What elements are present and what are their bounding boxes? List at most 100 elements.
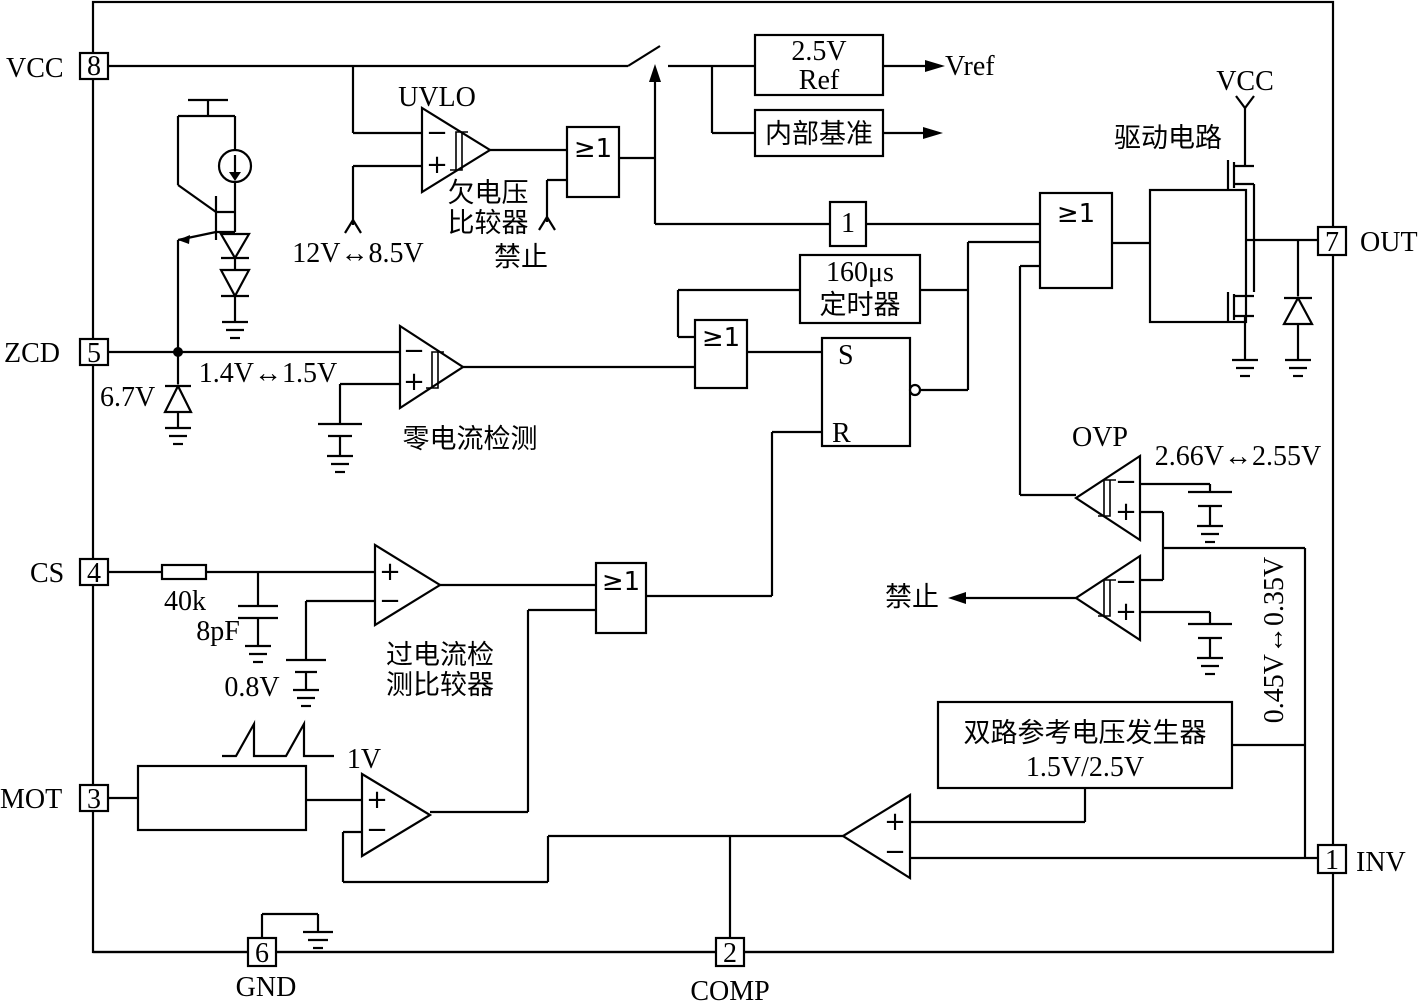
svg-text:VCC: VCC: [6, 53, 64, 84]
svg-text:−: −: [426, 118, 448, 148]
svg-text:GND: GND: [236, 972, 297, 1003]
internal-ref-label: 内部基准: [765, 119, 873, 150]
ref-2v5-block: [753, 33, 885, 97]
svg-text:−: −: [1115, 567, 1137, 597]
internal-ref-block: [753, 108, 885, 158]
svg-text:5: 5: [87, 338, 101, 369]
driver-block: [1148, 188, 1248, 324]
uvlo-desc-2: 比较器: [448, 208, 529, 239]
zcd-clamp-network: [176, 98, 253, 352]
arrow-head: [649, 64, 661, 82]
disable-output-label: 禁止: [885, 582, 939, 613]
uvlo-label: UVLO: [398, 82, 476, 113]
uvlo-threshold: 12V↔8.5V: [292, 238, 423, 269]
c-8pf-label: 8pF: [196, 616, 240, 647]
arrow-head: [948, 592, 966, 604]
svg-text:MOT: MOT: [0, 784, 62, 815]
svg-text:−: −: [403, 336, 425, 366]
v-08-label: 0.8V: [224, 672, 279, 703]
zcd-or-gate: [693, 318, 749, 390]
svg-text:+: +: [426, 150, 448, 180]
pin-vcc: 8 VCC: [6, 51, 110, 84]
svg-text:+: +: [379, 557, 401, 587]
gnd-symbol-icon: [303, 930, 333, 950]
ref-label-2: Ref: [799, 65, 840, 96]
hysteresis-icon: [1098, 579, 1116, 617]
ocp-ref-battery-icon: [286, 658, 326, 708]
svg-text:INV: INV: [1356, 847, 1406, 878]
uvlo-or-gate: [565, 125, 621, 199]
power-switch: [627, 45, 661, 67]
svg-text:−: −: [379, 586, 401, 616]
ref-terminal-icon: [344, 217, 362, 234]
driver-label: 驱动电路: [1114, 123, 1222, 154]
pin-zcd: 5 ZCD: [4, 337, 110, 369]
r-40k-label: 40k: [164, 586, 206, 617]
ref-label-1: 2.5V: [791, 36, 846, 67]
error-amplifier: [840, 793, 912, 880]
svg-text:+: +: [1115, 497, 1137, 527]
svg-text:+: +: [1115, 597, 1137, 627]
svg-text:CS: CS: [30, 558, 64, 589]
ocp-label-1: 过电流检: [386, 640, 494, 671]
zcd-ref-battery-icon: [318, 422, 362, 474]
svg-text:−: −: [366, 815, 388, 845]
svg-text:COMP: COMP: [690, 976, 769, 1003]
inverted-output-icon: [908, 383, 922, 397]
ovp-label: OVP: [1072, 422, 1128, 453]
svg-text:4: 4: [87, 558, 101, 589]
arrow-head: [925, 60, 945, 72]
svg-text:S: S: [838, 340, 854, 371]
hysteresis-icon: [426, 351, 444, 389]
uvlo-desc-1: 欠电压: [448, 178, 529, 209]
disable-threshold: 0.45V↔0.35V: [1259, 557, 1290, 723]
ocp-or-gate: [594, 561, 648, 635]
svg-text:−: −: [884, 837, 906, 867]
ocp-label-2: 测比较器: [386, 670, 494, 701]
pin-out: 7 OUT: [1316, 225, 1418, 258]
disable-comparator: [1073, 553, 1142, 643]
disable-ref-battery-icon: [1188, 612, 1232, 676]
arrow-head: [923, 127, 943, 139]
ramp-generator-block: [136, 764, 308, 832]
svg-text:≥1: ≥1: [574, 134, 612, 164]
ovp-ref-battery-icon: [1188, 484, 1232, 544]
driver-transistors-icon: [1226, 95, 1318, 378]
svg-text:≥1: ≥1: [1057, 199, 1095, 229]
zcd-zener-icon: [163, 352, 193, 446]
driver-vcc-label: VCC: [1216, 66, 1274, 97]
svg-text:≥1: ≥1: [602, 567, 640, 597]
vref-label: Vref: [945, 51, 995, 82]
svg-text:3: 3: [87, 784, 101, 815]
timer-label-2: 定时器: [820, 290, 901, 321]
svg-text:6: 6: [255, 938, 269, 969]
svg-text:+: +: [366, 785, 388, 815]
zener-6v7-label: 6.7V: [100, 382, 155, 413]
dual-ref-generator: [936, 700, 1234, 790]
svg-text:+: +: [403, 367, 425, 397]
svg-text:−: −: [1115, 467, 1137, 497]
vgen-label-2: 1.5V/2.5V: [1026, 752, 1144, 783]
out-zener-icon: [1282, 240, 1314, 378]
disable-terminal-icon: [538, 214, 556, 231]
svg-text:+: +: [884, 807, 906, 837]
pin-mot: 3 MOT: [0, 783, 110, 815]
pin-comp: 2 COMP: [690, 936, 770, 1003]
pwm-comparator: [360, 772, 433, 858]
hysteresis-icon: [450, 131, 468, 171]
ovp-comparator: [1073, 453, 1142, 543]
vcc-rail: [108, 45, 755, 135]
ocp-comparator: [373, 543, 443, 627]
svg-text:2: 2: [723, 938, 737, 969]
sawtooth-waveform-icon: [222, 719, 334, 758]
timer-label-1: 160μs: [826, 257, 894, 288]
hysteresis-icon: [1098, 479, 1116, 517]
output-or-gate: [1038, 191, 1114, 290]
svg-text:OUT: OUT: [1360, 227, 1418, 258]
timer-block: [798, 253, 922, 325]
resistor-40k: [160, 563, 208, 581]
svg-text:ZCD: ZCD: [4, 338, 60, 369]
uvlo-disable: 禁止: [494, 242, 548, 273]
svg-text:R: R: [832, 418, 851, 449]
